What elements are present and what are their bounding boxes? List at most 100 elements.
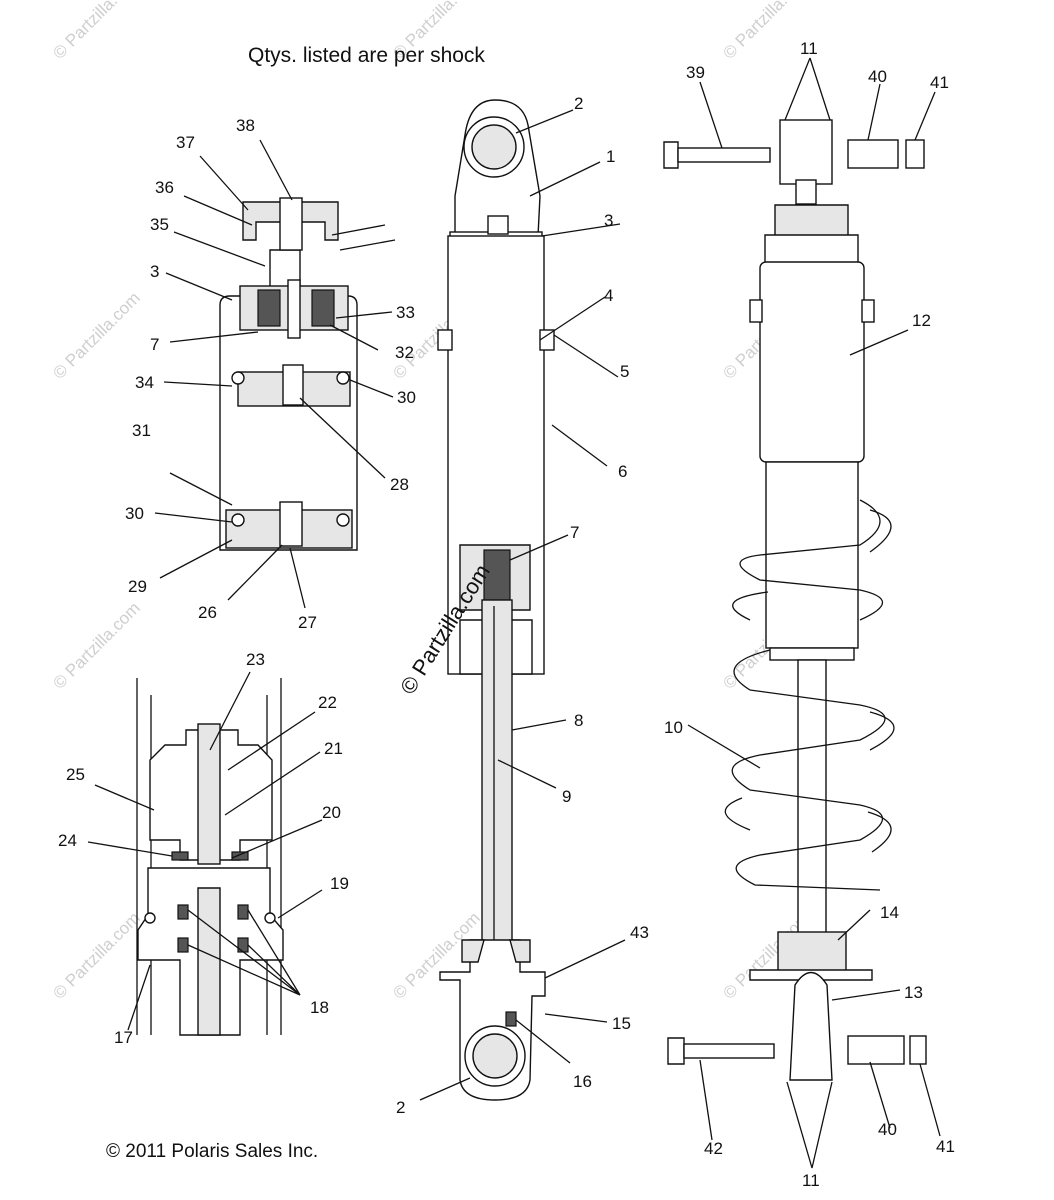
- callout-30a: 30: [397, 388, 416, 407]
- callout-3b: 3: [604, 211, 613, 230]
- body-clip-left: [749, 299, 763, 323]
- quantity-note: Qtys. listed are per shock: [248, 44, 485, 67]
- callout-9: 9: [562, 787, 571, 806]
- assembled-leaders: [687, 57, 941, 1169]
- callout-30b: 30: [125, 504, 144, 523]
- shim-right: [231, 851, 249, 861]
- callout-40a: 40: [868, 67, 887, 86]
- lower-bushing-inner: [472, 1033, 518, 1079]
- callout-25: 25: [66, 765, 85, 784]
- callout-7a: 7: [150, 335, 159, 354]
- callout-3a: 3: [150, 262, 159, 281]
- piston-detail: [136, 678, 284, 1036]
- watermark-text: © Partzilla.com: [49, 598, 143, 692]
- callout-39: 39: [686, 63, 705, 82]
- spring-coil-1: [739, 499, 883, 621]
- shock-body-reservoir: [759, 261, 865, 463]
- reservoir-leaders: [154, 139, 394, 609]
- upper-nut: [905, 139, 925, 169]
- bleed-screw: [505, 1011, 517, 1027]
- callout-12: 12: [912, 311, 931, 330]
- main-shock-body: [437, 99, 555, 1101]
- callout-1: 1: [606, 147, 615, 166]
- callout-14: 14: [880, 903, 899, 922]
- callout-29: 29: [128, 577, 147, 596]
- adjuster-collar: [774, 204, 849, 239]
- clip-left: [437, 329, 453, 351]
- bumper-right: [509, 939, 531, 963]
- callout-36: 36: [155, 178, 174, 197]
- upper-bushing-inner: [471, 124, 517, 170]
- upper-spacer: [847, 139, 899, 169]
- callout-8: 8: [574, 711, 583, 730]
- callout-17: 17: [114, 1028, 133, 1047]
- callout-41a: 41: [930, 73, 949, 92]
- lower-mount-clevis: [789, 971, 833, 1081]
- callout-6: 6: [618, 462, 627, 481]
- bumper-left: [461, 939, 485, 963]
- callout-5: 5: [620, 362, 629, 381]
- lower-bolt-head: [667, 1037, 685, 1065]
- bearing-left: [257, 289, 281, 327]
- bearing-right: [311, 289, 335, 327]
- oring-piston-left: [144, 912, 156, 924]
- shim-left: [171, 851, 189, 861]
- callout-27: 27: [298, 613, 317, 632]
- callout-32: 32: [395, 343, 414, 362]
- reservoir-detail: [219, 197, 396, 551]
- upper-bolt-shank: [677, 147, 771, 163]
- piston-leaders: [87, 671, 323, 1031]
- callout-28: 28: [390, 475, 409, 494]
- body-end-ring: [769, 647, 855, 661]
- main-body-leaders: [419, 109, 626, 1101]
- callout-33: 33: [396, 303, 415, 322]
- seal-1: [177, 904, 189, 920]
- assembled-shock: [663, 119, 927, 1081]
- callout-4: 4: [604, 286, 613, 305]
- body-clip-right: [861, 299, 875, 323]
- piston-shaft: [481, 599, 513, 951]
- upper-bolt-head: [663, 141, 679, 169]
- callout-18: 18: [310, 998, 329, 1017]
- callout-20: 20: [322, 803, 341, 822]
- lower-bolt-shank: [683, 1043, 775, 1059]
- callout-22: 22: [318, 693, 337, 712]
- callout-11b: 11: [802, 1171, 820, 1190]
- oring-upper-left: [231, 371, 245, 385]
- callout-2a: 2: [574, 94, 583, 113]
- spring-seat: [777, 931, 847, 973]
- oring-left: [231, 513, 245, 527]
- watermark-text: © Partzilla.com: [49, 0, 143, 63]
- callout-11a: 11: [800, 39, 818, 58]
- end-valve: [279, 501, 303, 547]
- spring-coil-2: [731, 649, 886, 891]
- watermark-text: © Partzilla.com: [49, 908, 143, 1002]
- main-piston-core: [483, 549, 511, 607]
- callout-13: 13: [904, 983, 923, 1002]
- callout-37: 37: [176, 133, 195, 152]
- callout-40b: 40: [878, 1120, 897, 1139]
- oring-piston-right: [264, 912, 276, 924]
- callout-31: 31: [132, 421, 151, 440]
- body-valve: [487, 215, 509, 235]
- shaft-section: [197, 887, 221, 1036]
- callout-43: 43: [630, 923, 649, 942]
- callout-16: 16: [573, 1072, 592, 1091]
- valve-stem: [279, 197, 303, 251]
- callout-26: 26: [198, 603, 217, 622]
- callout-labels: 38 37 36 35 3 7 34 31 30 29 26 27 28 30 …: [58, 39, 955, 1190]
- upper-mount-stem: [795, 179, 817, 205]
- callout-42: 42: [704, 1139, 723, 1158]
- reservoir-hose: [331, 224, 396, 251]
- copyright-notice: © 2011 Polaris Sales Inc.: [106, 1141, 318, 1162]
- clip-right: [539, 329, 555, 351]
- callout-38: 38: [236, 116, 255, 135]
- callout-34: 34: [135, 373, 154, 392]
- lower-nut: [909, 1035, 927, 1065]
- watermark-text: © Partzilla.com: [49, 288, 143, 382]
- callout-15: 15: [612, 1014, 631, 1033]
- lower-body-tube: [765, 461, 859, 649]
- upper-mount-clevis: [779, 119, 833, 185]
- callout-7b: 7: [570, 523, 579, 542]
